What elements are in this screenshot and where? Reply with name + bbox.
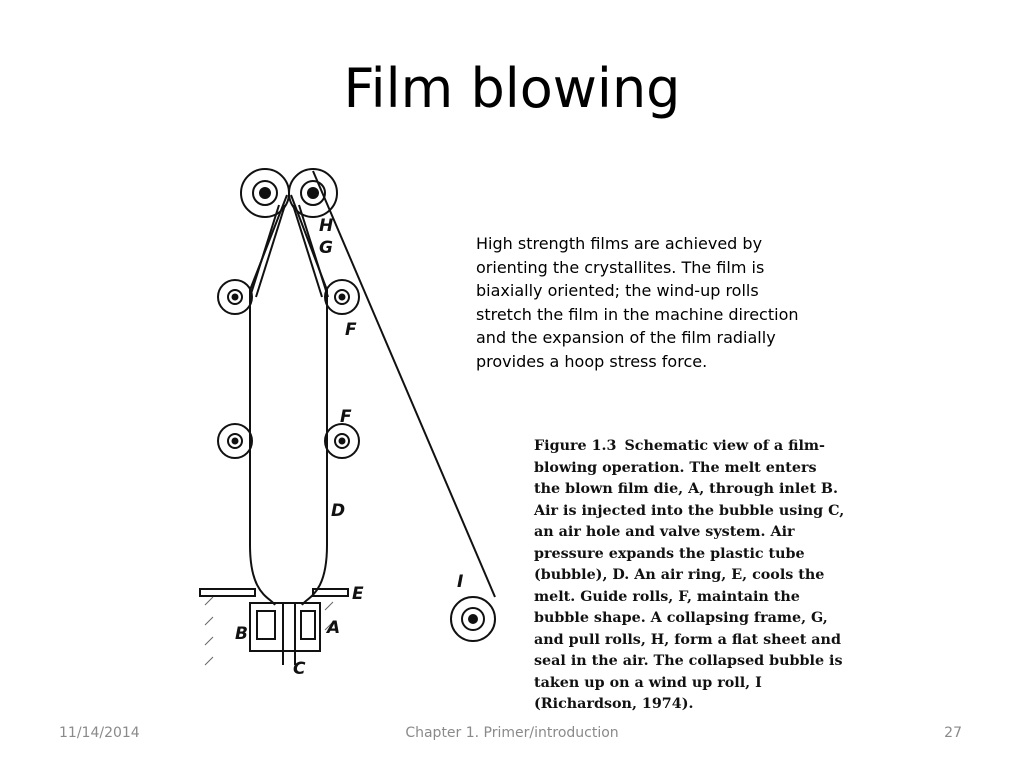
- body-text: High strength films are achieved by orie…: [476, 234, 799, 371]
- guide-roll-lower-right: [324, 423, 360, 459]
- collapsed-film: [312, 170, 496, 598]
- figure-label: Figure 1.3: [534, 438, 617, 454]
- label-i: I: [457, 572, 463, 592]
- guide-roll-lower-left: [217, 423, 253, 459]
- footer-chapter: Chapter 1. Primer/introduction: [405, 725, 619, 741]
- label-c: C: [293, 659, 306, 679]
- footer-date: 11/14/2014: [59, 725, 140, 741]
- label-f-upper: F: [345, 320, 357, 340]
- collapsing-frame: [249, 204, 329, 298]
- pull-roll-right: [288, 168, 338, 218]
- label-a: A: [325, 618, 340, 638]
- guide-roll-upper-left: [217, 279, 253, 315]
- air-ring-left: [199, 588, 256, 597]
- guide-roll-upper-right: [324, 279, 360, 315]
- wind-up-roll: [450, 596, 496, 642]
- die-hatching: [204, 596, 334, 666]
- label-g: G: [319, 238, 333, 258]
- blown-film-die: [249, 602, 321, 665]
- label-d: D: [331, 501, 345, 521]
- label-e: E: [352, 584, 364, 604]
- film-blowing-diagram: H G F F D E B A C I: [199, 168, 496, 679]
- footer-page-number: 27: [944, 725, 962, 741]
- label-f-lower: F: [340, 407, 352, 427]
- figure-caption-text: Schematic view of a film-blowing operati…: [534, 438, 845, 712]
- label-h: H: [319, 216, 333, 236]
- label-b: B: [235, 624, 248, 644]
- air-ring-right: [312, 588, 349, 597]
- slide-title: Film blowing: [343, 57, 681, 120]
